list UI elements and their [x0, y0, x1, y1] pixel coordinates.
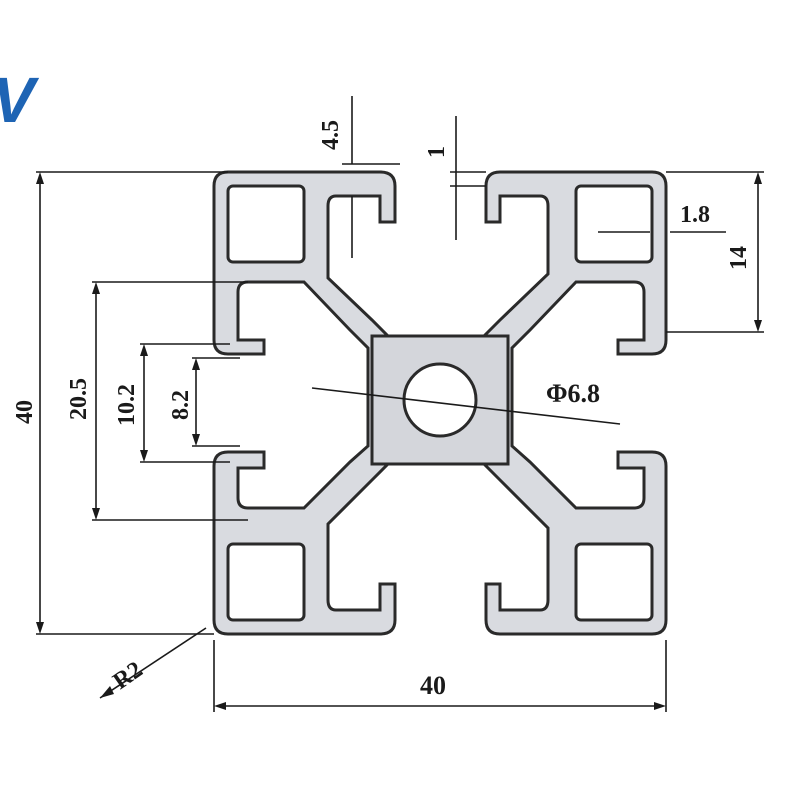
pocket-top-left	[226, 184, 306, 264]
dim-groove-inner: 8.2	[168, 390, 194, 420]
dim-slot-lip: 1	[424, 146, 450, 158]
dim-overall-height: 40	[12, 400, 38, 424]
dim-groove-outer: 20.5	[66, 378, 92, 420]
pocket-bottom-left	[226, 542, 306, 622]
brand-logo-fragment: V	[0, 64, 40, 136]
dim-overall-width: 40	[420, 671, 446, 700]
pocket-bottom-right	[574, 542, 654, 622]
dim-groove-middle: 10.2	[114, 384, 140, 426]
pocket-top-right	[574, 184, 654, 264]
dimension-lines	[36, 96, 764, 712]
dim-center-hole: Φ6.8	[546, 379, 600, 408]
center-hole	[402, 362, 478, 438]
dim-pocket-height: 14	[726, 246, 752, 270]
dim-wall-thickness: 1.8	[680, 202, 710, 228]
dim-slot-opening: 4.5	[318, 120, 344, 150]
